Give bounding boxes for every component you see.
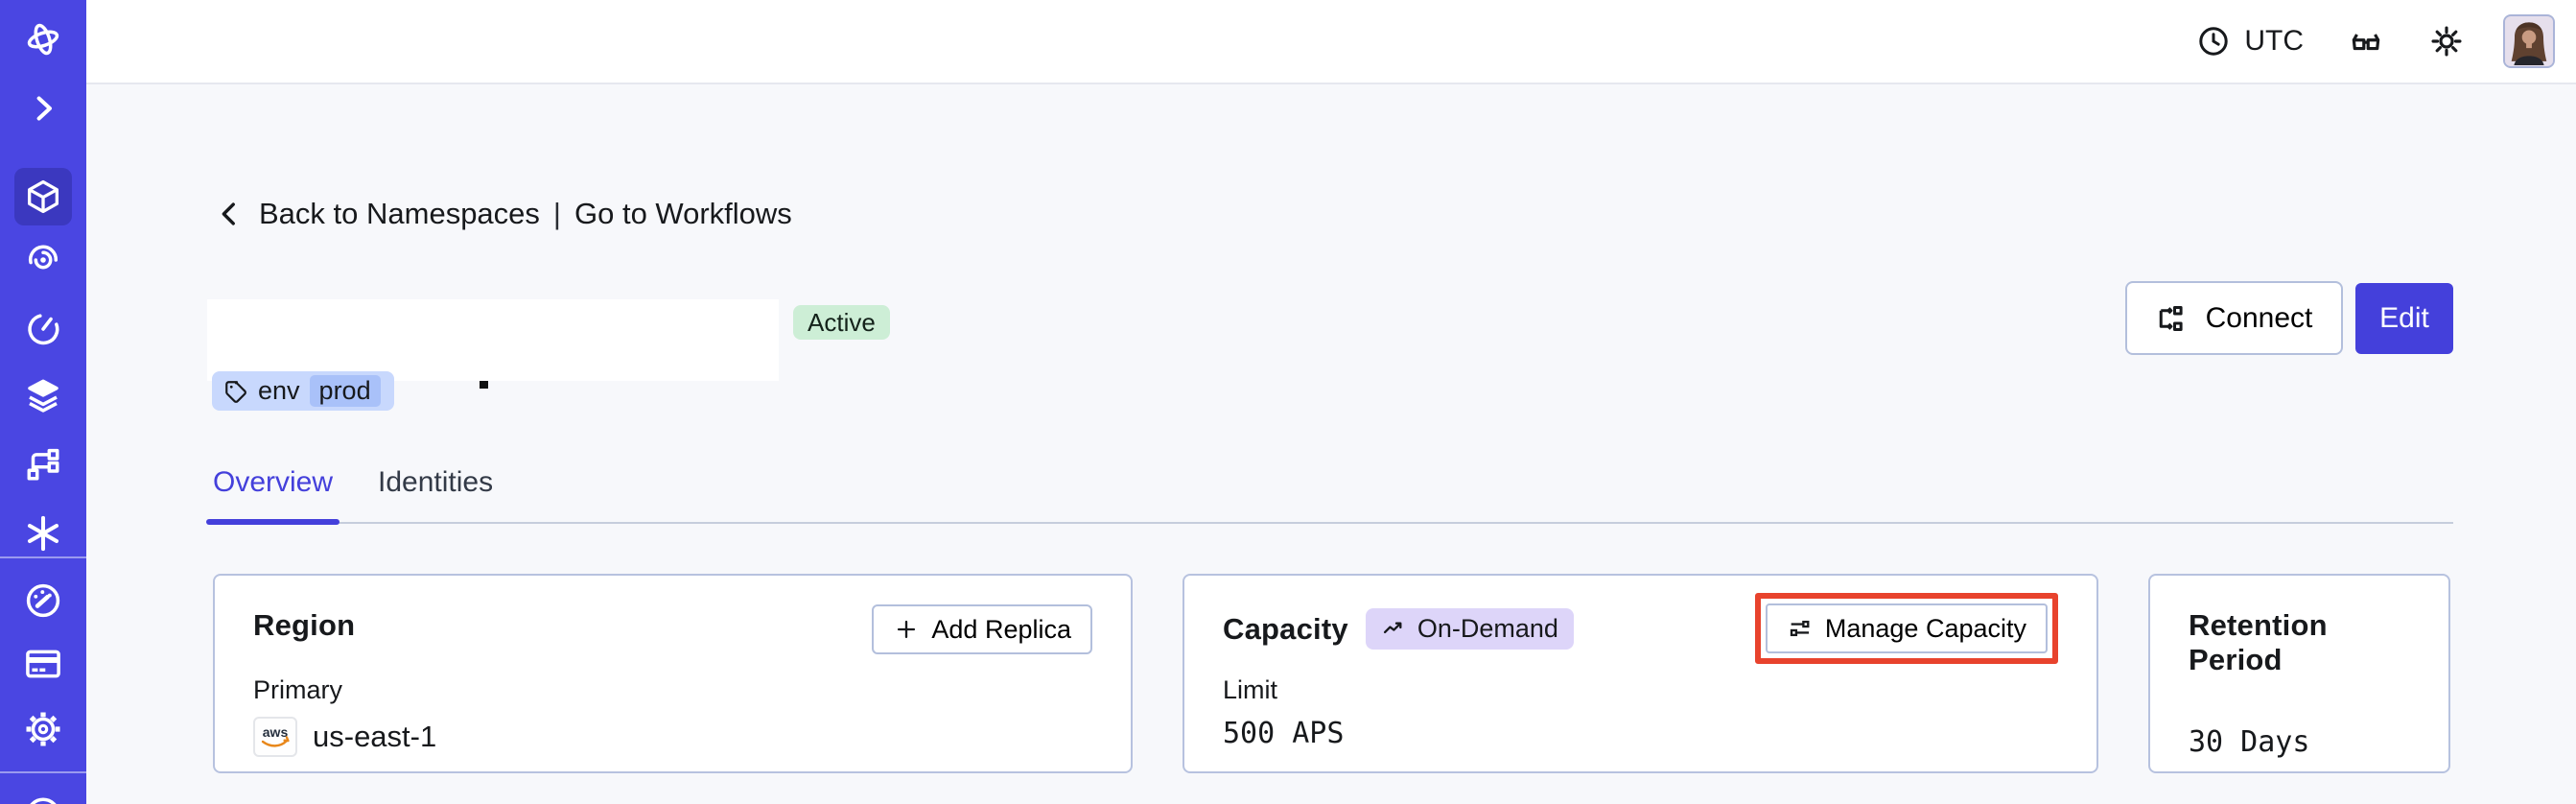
theme-toggle[interactable] (2428, 23, 2465, 59)
pipeline-icon (27, 448, 59, 481)
avatar-image (2505, 17, 2553, 65)
retention-card-header: Retention Period (2189, 604, 2410, 676)
layers-icon (28, 379, 59, 413)
sidebar-item-deployments[interactable] (14, 367, 72, 424)
edit-button[interactable]: Edit (2355, 282, 2453, 354)
glasses-icon (2352, 34, 2380, 51)
overview-cards: Region Add Replica Primary aws (213, 574, 2453, 773)
connect-label: Connect (2205, 301, 2313, 334)
tab-bar: Overview Identities (205, 453, 2453, 525)
sidebar-item-account[interactable] (14, 779, 72, 804)
on-demand-label: On-Demand (1417, 614, 1558, 643)
capacity-card-header: Capacity On-Demand (1223, 593, 2058, 675)
aws-logo-icon: aws (253, 717, 297, 757)
connect-button[interactable]: Connect (2125, 281, 2343, 355)
credit-card-icon (26, 650, 60, 678)
spiral-icon (28, 245, 59, 270)
sidebar-divider (0, 556, 86, 558)
gear-icon (26, 712, 60, 746)
region-field-label: Primary (253, 675, 342, 704)
sidebar-divider (0, 771, 86, 773)
dev-mode-toggle[interactable] (2348, 23, 2384, 59)
breadcrumb-back-link[interactable]: Back to Namespaces (259, 197, 540, 230)
manage-capacity-button[interactable]: Manage Capacity (1765, 603, 2048, 653)
sidebar-item-nexus[interactable] (14, 505, 72, 562)
manage-capacity-label: Manage Capacity (1824, 613, 2026, 643)
topbar: UTC (86, 0, 2576, 84)
region-card: Region Add Replica Primary aws (213, 574, 1133, 773)
retention-card-title: Retention Period (2189, 608, 2328, 676)
tab-identities[interactable]: Identities (378, 466, 494, 498)
capacity-card-title: Capacity (1223, 611, 1348, 646)
region-card-header: Region Add Replica (253, 604, 1092, 675)
speedometer-icon (26, 583, 60, 618)
sidebar-item-batch-operations[interactable] (14, 436, 72, 493)
region-value: us-east-1 (313, 720, 437, 753)
account-partial-icon (30, 797, 57, 804)
namespace-title-row: Active (207, 299, 890, 389)
svg-text:aws: aws (263, 724, 289, 740)
temporal-logo-icon[interactable] (14, 11, 72, 68)
capacity-field-label: Limit (1223, 675, 1278, 704)
sidebar-item-workflows[interactable] (14, 231, 72, 289)
tag-icon (225, 380, 246, 403)
sidebar-item-namespaces[interactable] (14, 168, 72, 225)
tag-value: prod (309, 375, 381, 407)
region-value-row: aws us-east-1 (253, 717, 1092, 757)
namespace-tag: env prod (212, 371, 394, 411)
sidebar (0, 0, 86, 804)
sidebar-expand-chevron-icon[interactable] (14, 80, 72, 137)
trend-up-icon (1383, 622, 1402, 633)
sidebar-item-schedules[interactable] (14, 300, 72, 358)
sun-icon (2431, 26, 2462, 57)
capacity-value: 500 APS (1223, 717, 1345, 750)
header-actions: Connect Edit (2125, 281, 2453, 355)
breadcrumb-workflows-link[interactable]: Go to Workflows (574, 197, 792, 230)
status-badge: Active (793, 305, 890, 340)
sidebar-item-usage[interactable] (14, 572, 72, 629)
redaction-artifact (480, 381, 488, 389)
on-demand-badge: On-Demand (1365, 608, 1574, 650)
retention-value: 30 Days (2189, 725, 2310, 759)
cube-icon (27, 179, 59, 214)
connect-flow-icon (2159, 305, 2183, 331)
tab-overview[interactable]: Overview (205, 453, 340, 525)
tag-key: env (258, 376, 300, 405)
breadcrumb: Back to Namespaces | Go to Workflows (213, 197, 792, 231)
sliders-icon (1790, 620, 1810, 637)
retention-card: Retention Period 30 Days (2148, 574, 2450, 773)
timezone-label: UTC (2244, 25, 2304, 57)
action-highlight-outline: Manage Capacity (1754, 593, 2058, 664)
namespace-title-redacted (207, 299, 779, 389)
asterisk-icon (27, 515, 59, 552)
timer-icon (28, 314, 59, 345)
back-chevron-icon[interactable] (213, 198, 246, 230)
sidebar-item-settings[interactable] (14, 700, 72, 758)
tag-row: env prod (212, 371, 394, 411)
add-replica-button[interactable]: Add Replica (872, 604, 1092, 654)
add-replica-label: Add Replica (931, 614, 1071, 644)
timezone-selector[interactable]: UTC (2196, 24, 2304, 59)
region-card-title: Region (253, 608, 356, 642)
sidebar-item-billing[interactable] (14, 635, 72, 693)
capacity-card: Capacity On-Demand (1183, 574, 2098, 773)
plus-icon (898, 620, 916, 639)
breadcrumb-separator: | (552, 197, 561, 230)
user-avatar[interactable] (2503, 14, 2555, 68)
clock-icon (2199, 27, 2229, 56)
